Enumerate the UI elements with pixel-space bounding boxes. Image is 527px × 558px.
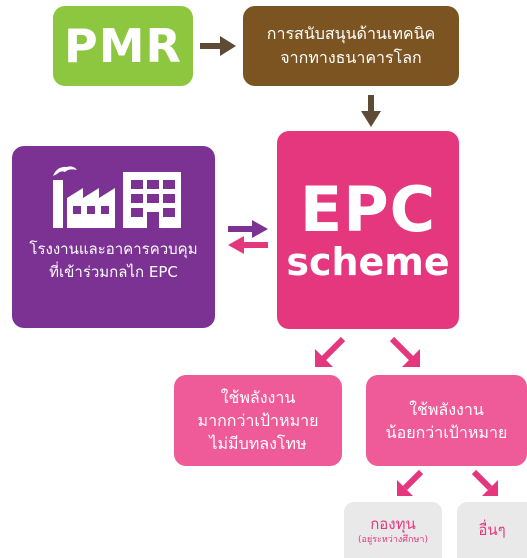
under-target-box: ใช้พลังงาน น้อยกว่าเป้าหมาย [366,375,527,466]
support-to-epc-arrow [361,95,381,127]
support-line-1: การสนับสนุนด้านเทคนิค [266,24,436,43]
pmr-to-support-arrow [200,36,236,56]
technical-support-box: การสนับสนุนด้านเทคนิค จากทางธนาคารโลก [243,6,459,86]
epc-scheme-box: EPC scheme [277,131,459,329]
other-box: อื่นๆ [457,502,527,558]
participating-plants-box: โรงงานและอาคารควบคุม ที่เข้าร่วมกลไก EPC [12,146,215,328]
epc-title: EPC [299,173,437,246]
epc-subtitle: scheme [286,240,450,284]
over-line-1: ใช้พลังงาน [220,388,296,407]
plant-line-1: โรงงานและอาคารควบคุม [29,240,198,258]
over-line-2: มากกว่าเป้าหมาย [197,411,319,430]
under-line-1: ใช้พลังงาน [409,399,484,419]
fund-label: กองทุน [370,515,416,533]
pmr-label: PMR [64,19,182,73]
other-label: อื่นๆ [478,521,506,539]
under-to-other-arrow [471,469,498,496]
pmr-box: PMR [53,6,193,86]
under-line-2: น้อยกว่าเป้าหมาย [385,422,508,442]
epc-to-over-arrow [315,336,346,367]
over-target-box: ใช้พลังงาน มากกว่าเป้าหมาย ไม่มีบทลงโทษ [174,375,342,466]
epc-to-under-arrow [389,336,420,367]
under-to-fund-arrow [397,469,424,496]
plant-to-epc-arrow [228,220,268,238]
support-line-2: จากทางธนาคารโลก [280,48,422,67]
fund-note: (อยู่ระหว่างศึกษา) [358,535,428,545]
epc-to-plant-arrow [228,236,268,254]
factory-building-icon [52,166,181,228]
plant-line-2: ที่เข้าร่วมกลไก EPC [49,263,178,281]
fund-box: กองทุน (อยู่ระหว่างศึกษา) [344,502,442,558]
over-line-3: ไม่มีบทลงโทษ [209,434,307,453]
